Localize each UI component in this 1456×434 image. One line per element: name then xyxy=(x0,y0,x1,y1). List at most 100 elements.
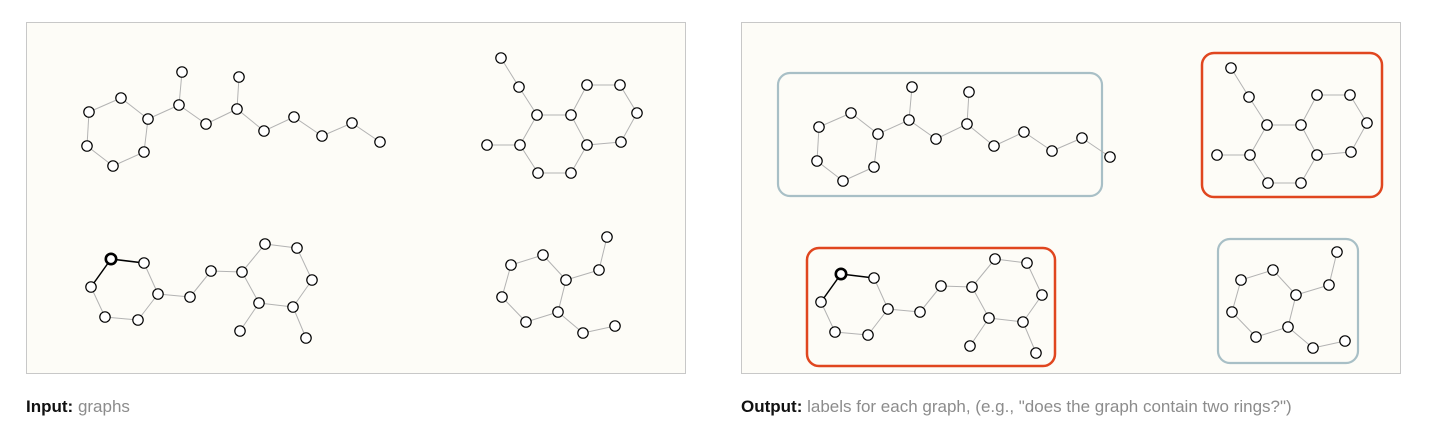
graph-node xyxy=(581,139,593,151)
graph-node xyxy=(531,109,543,121)
graph-edge xyxy=(971,286,990,319)
graph-node xyxy=(115,92,127,104)
graph-node xyxy=(868,161,880,173)
graph-node xyxy=(532,167,544,179)
graph-node xyxy=(231,103,243,115)
graph-node xyxy=(829,326,841,338)
graph-node xyxy=(989,253,1001,265)
graph-node xyxy=(505,259,517,271)
output-graphs-canvas xyxy=(776,51,1384,368)
input-panel xyxy=(26,22,686,374)
graph-edge xyxy=(1026,262,1043,296)
graph-node xyxy=(966,281,978,293)
graph-node xyxy=(983,312,995,324)
graph-node xyxy=(1021,257,1033,269)
negative-label-box xyxy=(776,71,1104,198)
graph-node xyxy=(964,340,976,352)
graph-node xyxy=(1323,279,1335,291)
graph-node xyxy=(1261,119,1273,131)
graph-node xyxy=(1211,149,1223,161)
graph-node xyxy=(862,329,874,341)
output-panel xyxy=(741,22,1401,374)
graph-node xyxy=(234,325,246,337)
graph-node xyxy=(107,160,119,172)
graph-node xyxy=(1345,146,1357,158)
graph-node xyxy=(935,280,947,292)
graph-edge xyxy=(296,247,313,281)
graph-node xyxy=(233,71,245,83)
graph-node xyxy=(176,66,188,78)
graph-node xyxy=(1339,335,1351,347)
graph-node xyxy=(1361,117,1373,129)
graph-node xyxy=(914,306,926,318)
graph-chain xyxy=(776,71,1116,198)
graph-node xyxy=(593,264,605,276)
graph-node xyxy=(205,265,217,277)
input-graphs-canvas xyxy=(81,52,643,344)
graph-node xyxy=(138,257,150,269)
graph-node xyxy=(132,314,144,326)
graph-node xyxy=(577,327,589,339)
graph-node xyxy=(495,52,507,64)
positive-label-box xyxy=(1200,51,1384,199)
graph-node xyxy=(481,139,493,151)
graph-node xyxy=(173,99,185,111)
graph-node xyxy=(1290,289,1302,301)
graph-node xyxy=(374,136,386,148)
graph-node xyxy=(138,146,150,158)
graph-node xyxy=(291,242,303,254)
graph-node xyxy=(1235,274,1247,286)
graph-node xyxy=(520,316,532,328)
graph-node xyxy=(872,128,884,140)
graph-node xyxy=(287,301,299,313)
graph-fused-rings xyxy=(1200,51,1384,199)
graph-node xyxy=(963,86,975,98)
graph-edge xyxy=(241,243,266,273)
graph-edge xyxy=(236,108,265,132)
graph-edge xyxy=(241,271,260,304)
graph-node xyxy=(581,79,593,91)
graph-node xyxy=(1104,151,1116,163)
graph-node xyxy=(236,266,248,278)
graph-node xyxy=(104,252,118,266)
graph-node xyxy=(1282,321,1294,333)
graph-node xyxy=(815,296,827,308)
graph-node xyxy=(83,106,95,118)
input-caption: Input: graphs xyxy=(26,397,130,417)
graph-node xyxy=(514,139,526,151)
graph-node xyxy=(184,291,196,303)
graph-node xyxy=(316,130,328,142)
positive-label-box xyxy=(805,246,1057,368)
graph-node xyxy=(537,249,549,261)
graph-node xyxy=(560,274,572,286)
graph-node xyxy=(1076,132,1088,144)
output-caption-text: labels for each graph, (e.g., "does the … xyxy=(807,397,1292,416)
graph-node xyxy=(845,107,857,119)
graph-node xyxy=(259,238,271,250)
graph-node xyxy=(152,288,164,300)
graph-node xyxy=(1017,316,1029,328)
graph-node xyxy=(1311,149,1323,161)
graph-node xyxy=(81,140,93,152)
graph-node xyxy=(614,79,626,91)
graph-node xyxy=(813,121,825,133)
graph-node xyxy=(1344,89,1356,101)
graph-node xyxy=(565,109,577,121)
graph-node xyxy=(615,136,627,148)
graph-node xyxy=(552,306,564,318)
graph-two-rings xyxy=(85,238,318,344)
graph-node xyxy=(1250,331,1262,343)
negative-label-box xyxy=(1216,237,1360,365)
graph-edge xyxy=(818,112,852,128)
graph-node xyxy=(988,140,1000,152)
graph-node xyxy=(834,267,848,281)
graph-node xyxy=(1036,289,1048,301)
graph-node xyxy=(1243,91,1255,103)
graph-node xyxy=(1030,347,1042,359)
graph-fused-rings xyxy=(481,52,643,179)
graph-node xyxy=(601,231,613,243)
graph-node xyxy=(837,175,849,187)
graph-edge xyxy=(971,258,996,288)
graph-node xyxy=(346,117,358,129)
graph-node xyxy=(99,311,111,323)
